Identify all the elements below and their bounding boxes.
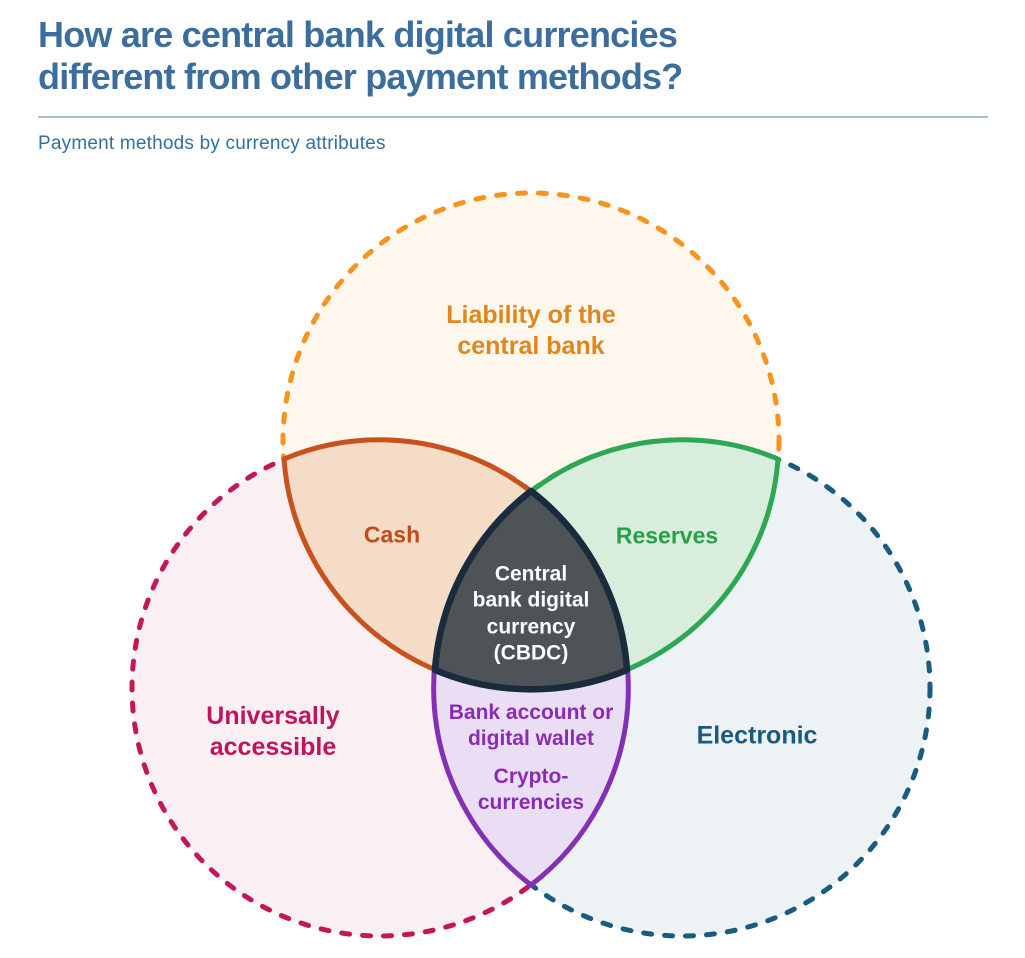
chart-subtitle: Payment methods by currency attributes <box>38 133 386 154</box>
electronic-circle-label: Electronic <box>696 721 818 750</box>
page-title: How are central bank digital currencies … <box>38 14 683 98</box>
reserves-intersection-label: Reserves <box>615 522 719 549</box>
cbdc-center-region <box>431 487 631 693</box>
title-divider <box>38 116 988 118</box>
cash-intersection-label: Cash <box>363 521 421 548</box>
cryptocurrencies-label: Crypto- currencies <box>477 764 585 814</box>
bank-account-wallet-label: Bank account or digital wallet <box>448 700 614 750</box>
universally-accessible-circle-label: Universally accessible <box>206 701 340 761</box>
cbdc-center-label: Central bank digital currency (CBDC) <box>472 562 590 665</box>
liability-circle-label: Liability of the central bank <box>446 300 616 360</box>
